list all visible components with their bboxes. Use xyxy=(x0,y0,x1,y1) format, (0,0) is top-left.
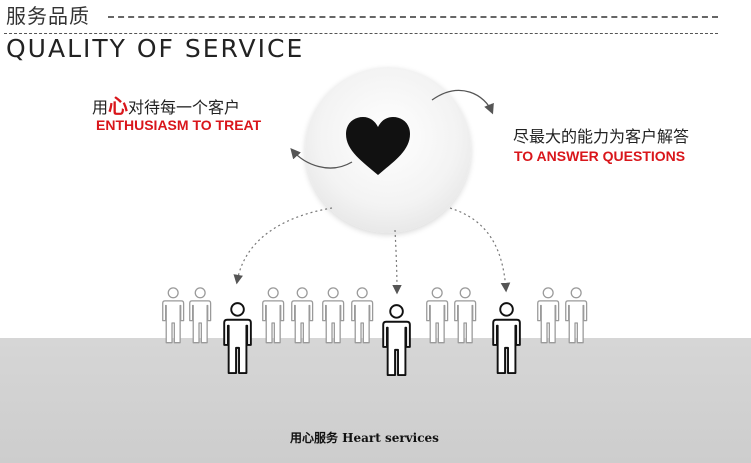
dotted-arrow-center xyxy=(392,229,402,295)
heart-character: 心 xyxy=(108,94,129,118)
english-title: QUALITY OF SERVICE xyxy=(6,34,305,63)
person-icon-highlighted xyxy=(492,302,522,374)
person-icon xyxy=(564,287,588,344)
title-dashed-rule xyxy=(108,16,718,18)
person-icon xyxy=(453,287,477,344)
chinese-title: 服务品质 xyxy=(6,4,90,28)
person-icon xyxy=(350,287,374,344)
curved-arrow-left xyxy=(290,148,353,169)
person-icon xyxy=(321,287,345,344)
footer-caption: 用心服务 Heart services xyxy=(290,431,439,445)
person-icon-highlighted xyxy=(382,304,412,376)
person-icon xyxy=(290,287,314,344)
person-icon xyxy=(536,287,560,344)
person-icon xyxy=(261,287,285,344)
person-icon xyxy=(161,287,185,344)
right-english-text: TO ANSWER QUESTIONS xyxy=(514,148,686,164)
curved-arrow-right xyxy=(431,89,494,115)
floor-band xyxy=(0,338,751,463)
left-english-text: ENTHUSIASM TO TREAT xyxy=(96,117,262,133)
right-chinese-text: 尽最大的能力为客户解答 xyxy=(513,127,690,146)
left-chinese-text: 用心对待每一个客户 xyxy=(92,94,241,118)
person-icon-highlighted xyxy=(223,302,253,374)
dotted-arrow-left xyxy=(233,207,333,285)
person-icon xyxy=(188,287,212,344)
person-icon xyxy=(425,287,449,344)
dotted-arrow-right xyxy=(449,207,511,293)
heart-icon xyxy=(346,117,410,175)
title-dashed-rule-lower xyxy=(4,33,718,34)
